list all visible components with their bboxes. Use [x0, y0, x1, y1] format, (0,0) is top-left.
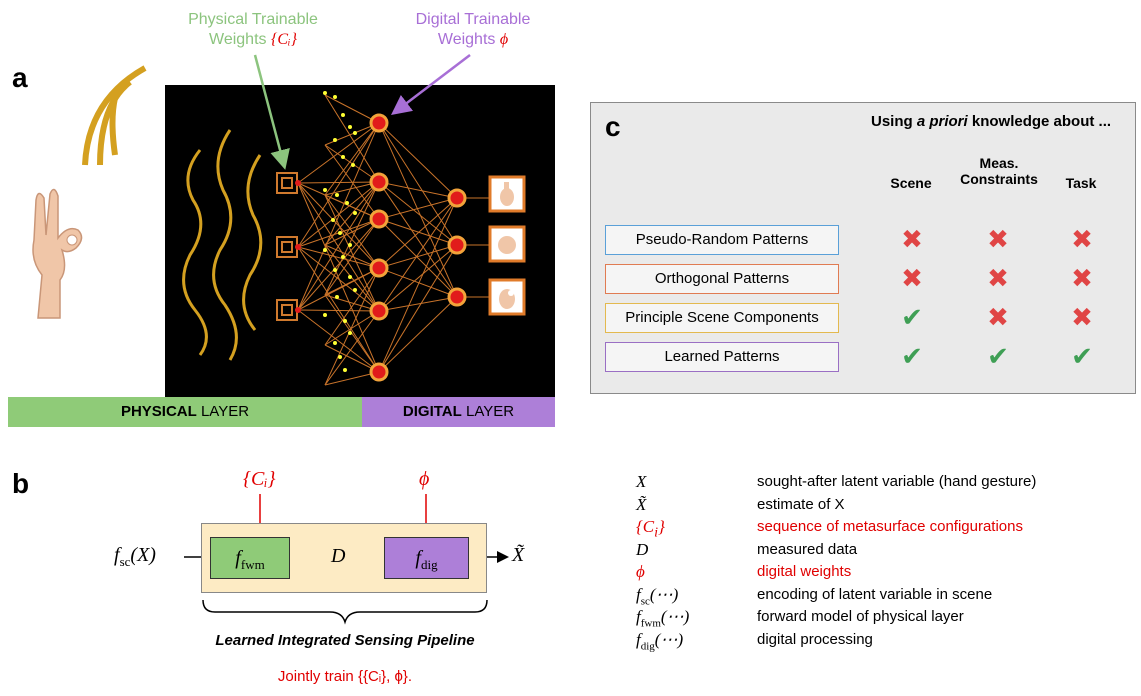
hand-gesture-icon: [32, 188, 83, 319]
neural-network-panel: [165, 85, 555, 397]
check-icon: ✔: [901, 341, 923, 371]
digital-weights-line2: Weights: [437, 31, 496, 48]
pipeline-brace: [202, 599, 488, 625]
legend-symbol: ffwm(⋯): [636, 607, 690, 630]
physical-weights-symbol: {Cᵢ}: [270, 31, 297, 48]
cross-icon: ✖: [901, 224, 923, 254]
comparison-panel: c Using a priori knowledge about ... Sce…: [590, 102, 1136, 394]
metasurface-elements: [276, 172, 298, 321]
pattern-row-label: Learned Patterns: [605, 342, 839, 372]
cross-icon: ✖: [987, 263, 1009, 293]
digital-layer-label: DIGITAL LAYER: [402, 403, 515, 420]
legend-description: sequence of metasurface configurations: [757, 518, 1023, 535]
scene-waves: [182, 129, 263, 361]
pattern-row-label: Pseudo-Random Patterns: [605, 225, 839, 255]
column-header-scene: Scene: [890, 175, 932, 191]
physical-layer-label: PHYSICAL LAYER: [120, 403, 250, 420]
legend-symbol: X: [636, 472, 647, 491]
cross-icon: ✖: [1071, 302, 1093, 332]
physical-weights-input: {Cᵢ}: [243, 468, 276, 490]
panel-c-heading: Using a priori knowledge about ...: [871, 113, 1112, 130]
column-header-meas: Meas. Constraints: [960, 155, 1038, 187]
cross-icon: ✖: [987, 224, 1009, 254]
digital-weights-input: ϕ: [419, 468, 430, 490]
network-connections: [297, 94, 490, 386]
physical-weights-label: Physical Trainable Weights {Cᵢ}: [178, 10, 328, 50]
network-node: [447, 188, 467, 208]
digital-weights-symbol: ϕ: [499, 31, 509, 48]
digital-layer-bar: DIGITAL LAYER: [362, 397, 555, 427]
physical-weights-line2: Weights: [209, 31, 267, 48]
pattern-row-label: Orthogonal Patterns: [605, 264, 839, 294]
input-function: fsc(X): [114, 544, 156, 569]
pipeline-caption: Learned Integrated Sensing Pipeline: [215, 632, 475, 649]
legend-symbol: X̃: [636, 494, 647, 514]
legend-description: measured data: [757, 540, 858, 558]
digital-weights-line1: Digital Trainable: [415, 11, 531, 28]
check-icon: ✔: [901, 302, 923, 332]
legend-description: encoding of latent variable in scene: [757, 585, 993, 603]
cross-icon: ✖: [1071, 224, 1093, 254]
network-node: [447, 287, 467, 307]
legend-description: sought-after latent variable (hand gestu…: [757, 473, 1037, 490]
column-header-task: Task: [1065, 175, 1097, 191]
network-node: [369, 362, 389, 382]
panel-c-letter: c: [605, 111, 621, 142]
cross-icon: ✖: [901, 263, 923, 293]
legend-description: estimate of X: [757, 495, 845, 513]
joint-train-caption: Jointly train {{Cᵢ}, ϕ}.: [277, 668, 413, 685]
network-diagram: [182, 91, 526, 386]
check-icon: ✔: [1071, 341, 1093, 371]
yellow-dots: [323, 91, 357, 372]
digital-block: fdig: [384, 537, 469, 579]
signal-waves-icon: [82, 65, 147, 166]
output-symbol: X̃: [512, 544, 525, 566]
measured-data-symbol: D: [331, 545, 346, 567]
legend-description: digital processing: [757, 630, 873, 648]
panel-a-letter: a: [12, 62, 28, 93]
physical-weights-line1: Physical Trainable: [188, 11, 318, 28]
legend-symbol: {Ci}: [636, 517, 665, 541]
network-nodes: [295, 113, 467, 382]
cross-icon: ✖: [1071, 263, 1093, 293]
legend-description: digital weights: [757, 563, 852, 580]
forward-model-block: ffwm: [210, 537, 290, 579]
check-icon: ✔: [987, 341, 1009, 371]
legend-symbol: fdig(⋯): [636, 629, 684, 652]
digital-weights-label: Digital Trainable Weights ϕ: [398, 10, 548, 50]
legend-symbol: fsc(⋯): [636, 584, 679, 607]
output-tiles: [488, 175, 526, 316]
network-node: [369, 258, 389, 278]
cross-icon: ✖: [987, 302, 1009, 332]
network-node: [369, 172, 389, 192]
legend-symbol: D: [636, 539, 649, 559]
network-node: [447, 235, 467, 255]
legend-symbol: ϕ: [636, 562, 645, 581]
network-node: [369, 301, 389, 321]
legend-description: forward model of physical layer: [757, 608, 964, 625]
panel-b-letter: b: [12, 468, 30, 499]
pattern-row-label: Principle Scene Components: [605, 303, 839, 333]
network-node: [369, 209, 389, 229]
physical-layer-bar: PHYSICAL LAYER: [8, 397, 362, 427]
network-node: [369, 113, 389, 133]
